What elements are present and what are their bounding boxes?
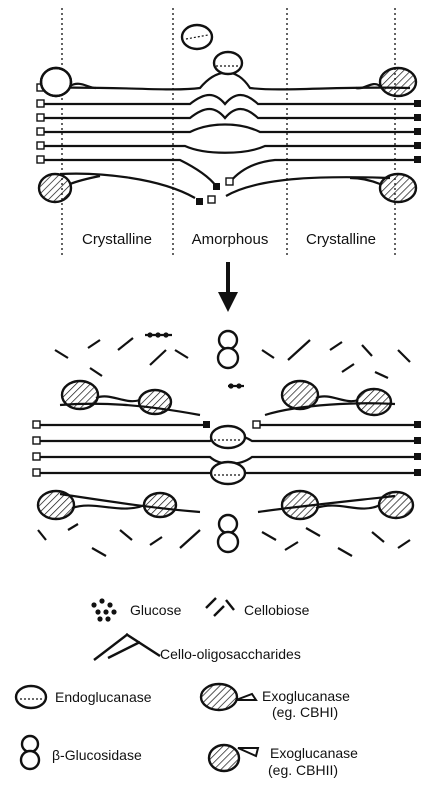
label-crystalline-right: Crystalline — [306, 231, 376, 248]
legend-endoglucanase: Endoglucanase — [16, 686, 152, 708]
endoglucanase-mid-lower — [211, 462, 245, 484]
legend-glucose-label: Glucose — [130, 602, 182, 618]
exoglucanase-cbh-top-left — [62, 381, 171, 414]
glucose-icon — [91, 598, 116, 621]
top-panel: Crystalline Amorphous Crystalline — [37, 8, 421, 255]
endoglucanase-bound — [214, 52, 242, 74]
legend-exoglucanase-cbhi-label: Exoglucanase — [262, 688, 350, 704]
legend-cello-oligosaccharides: Cello-oligosaccharides — [94, 634, 301, 662]
exoglucanase-left-bottom — [39, 174, 100, 202]
exoglucanase-cbh-top-right — [282, 381, 391, 415]
legend-cellobiose-label: Cellobiose — [244, 602, 310, 618]
endoglucanase-mid-upper — [211, 426, 245, 448]
label-amorphous: Amorphous — [192, 231, 269, 248]
exoglucanase-cbh-bottom-right — [282, 491, 413, 519]
legend-exoglucanase-cbhi: Exoglucanase (eg. CBHI) — [201, 684, 350, 720]
label-crystalline-left: Crystalline — [82, 231, 152, 248]
down-arrow-icon — [218, 262, 238, 312]
cellulose-chains-bottom — [33, 403, 421, 512]
legend-endoglucanase-label: Endoglucanase — [55, 689, 152, 705]
cello-oligosaccharides-icon — [94, 634, 160, 660]
legend-cellobiose: Cellobiose — [206, 598, 310, 618]
legend-exoglucanase-cbhii-label: Exoglucanase — [270, 745, 358, 761]
legend-cello-oligosaccharides-label: Cello-oligosaccharides — [160, 646, 301, 662]
beta-glucosidase-bottom — [218, 515, 238, 552]
legend-exoglucanase-cbhi-example: (eg. CBHI) — [272, 704, 338, 720]
legend-exoglucanase-cbhii: Exoglucanase (eg. CBHII) — [209, 745, 358, 778]
beta-glucosidase-top — [218, 331, 238, 368]
cellobiose-icon — [206, 598, 234, 616]
legend-beta-glucosidase-label: β-Glucosidase — [52, 747, 142, 763]
legend-exoglucanase-cbhii-example: (eg. CBHII) — [268, 762, 338, 778]
legend: Glucose Cellobiose Cello-oligosaccharide… — [16, 598, 358, 778]
endoglucanase-icon — [16, 686, 46, 708]
exoglucanase-right-top — [356, 68, 416, 96]
cellulose-chains-top — [37, 73, 421, 205]
exoglucanase-cbhi-icon — [201, 684, 256, 710]
bottom-panel — [33, 331, 421, 556]
exoglucanase-cbh-bottom-left — [38, 491, 176, 519]
exoglucanase-cbhii-icon — [209, 745, 258, 771]
endoglucanase-free — [182, 25, 212, 49]
legend-glucose: Glucose — [91, 598, 181, 621]
legend-beta-glucosidase: β-Glucosidase — [21, 736, 142, 769]
exoglucanase-left-top — [41, 68, 96, 96]
beta-glucosidase-icon — [21, 736, 39, 769]
